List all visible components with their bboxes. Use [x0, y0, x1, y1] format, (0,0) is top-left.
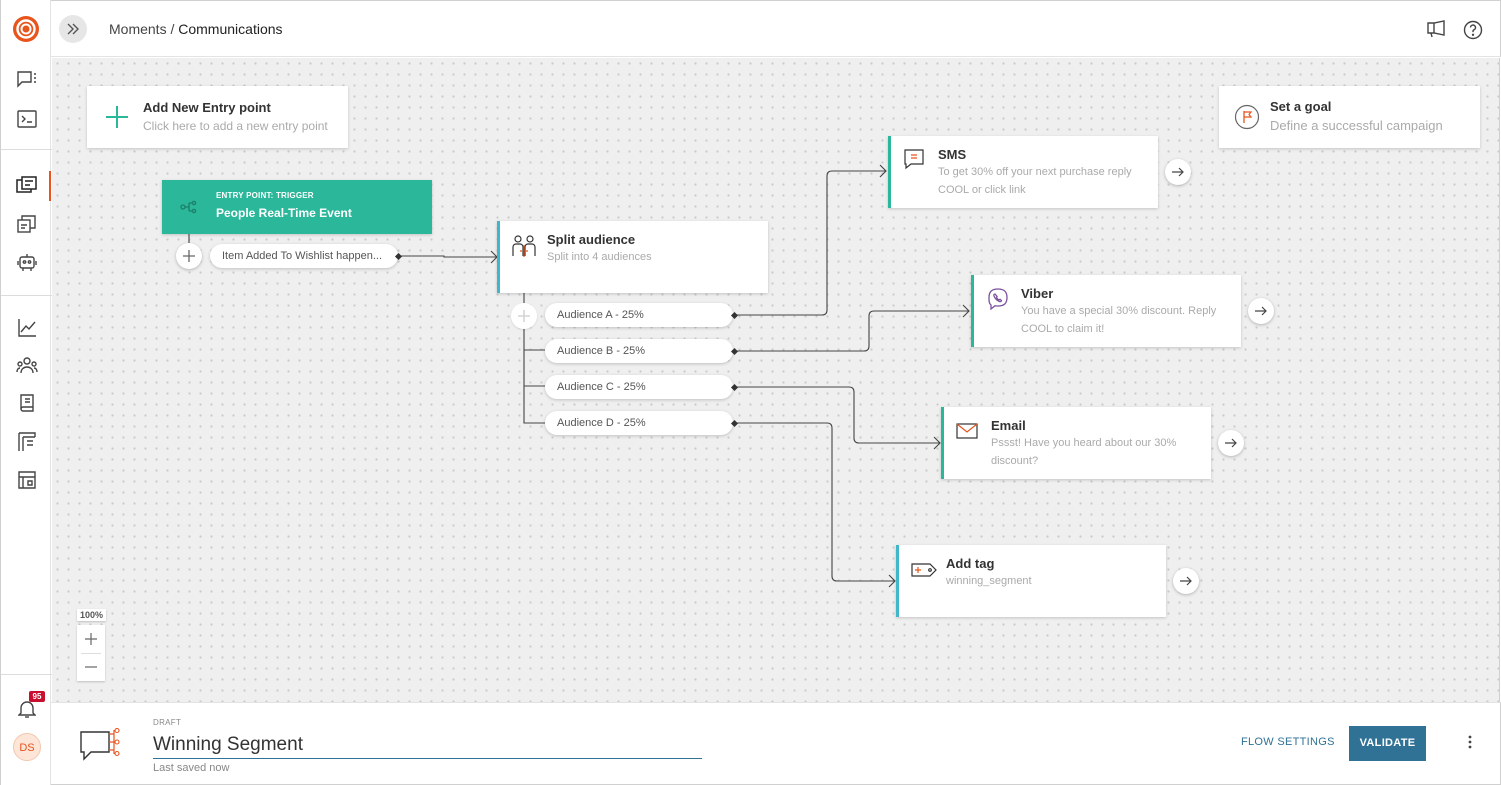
arrow-right-icon	[1172, 167, 1184, 177]
notifications-icon[interactable]	[10, 694, 44, 724]
breadcrumb-current: Communications	[178, 21, 283, 37]
avatar[interactable]: DS	[13, 733, 41, 761]
sms-icon	[903, 148, 925, 175]
connector-lines	[188, 164, 970, 588]
campaign-icon[interactable]	[10, 427, 44, 457]
arrow-right-icon	[1180, 576, 1192, 586]
entry-label: ENTRY POINT: TRIGGER	[216, 191, 314, 200]
flow-status: DRAFT	[153, 718, 182, 727]
zoom-level: 100%	[77, 609, 107, 621]
sidebar: 95 DS	[0, 0, 52, 785]
minus-icon	[85, 666, 97, 668]
email-text: Pssst! Have you heard about our 30% disc…	[991, 437, 1177, 467]
viber-text: You have a special 30% discount. Reply C…	[1021, 305, 1217, 335]
trigger-icon	[180, 200, 198, 219]
add-entry-title: Add New Entry point	[143, 100, 271, 115]
plus-icon	[183, 250, 195, 262]
tag-icon	[911, 563, 937, 582]
split-title: Split audience	[547, 232, 636, 247]
audience-b-pill[interactable]: Audience B - 25%	[545, 339, 733, 363]
split-audience-card[interactable]: Split audience Split into 4 audiences	[497, 221, 768, 293]
zoom-out-button[interactable]	[77, 653, 105, 681]
flow-settings-button[interactable]: FLOW SETTINGS	[1241, 736, 1335, 748]
moments-icon[interactable]	[10, 171, 51, 201]
event-pill[interactable]: Item Added To Wishlist happen...	[210, 244, 398, 268]
plus-icon	[518, 310, 530, 322]
plus-icon	[85, 633, 97, 645]
add-step-button[interactable]	[176, 243, 202, 269]
add-entry-point-card[interactable]: Add New Entry point Click here to add a …	[87, 86, 348, 148]
goal-subtitle: Define a successful campaign	[1270, 118, 1443, 133]
email-next-button[interactable]	[1218, 430, 1244, 456]
validate-button[interactable]: VALIDATE	[1349, 726, 1426, 761]
audience-a-pill[interactable]: Audience A - 25%	[545, 303, 733, 327]
sms-card[interactable]: SMS To get 30% off your next purchase re…	[888, 136, 1158, 208]
set-goal-card[interactable]: Set a goal Define a successful campaign	[1219, 86, 1480, 148]
viber-title: Viber	[1021, 286, 1054, 301]
goal-title: Set a goal	[1270, 99, 1332, 114]
entry-point-trigger[interactable]: ENTRY POINT: TRIGGER People Real-Time Ev…	[162, 180, 432, 234]
conversations-icon[interactable]	[10, 65, 44, 95]
tag-title: Add tag	[946, 556, 995, 571]
store-icon[interactable]	[10, 465, 44, 495]
viber-card[interactable]: Viber You have a special 30% discount. R…	[971, 275, 1241, 347]
email-title: Email	[991, 418, 1026, 433]
logo-icon[interactable]	[12, 15, 40, 43]
flow-type-icon	[79, 727, 123, 767]
announcements-icon[interactable]	[1426, 20, 1446, 43]
help-icon[interactable]	[1463, 20, 1483, 45]
breadcrumb-separator: /	[170, 21, 175, 37]
sms-next-button[interactable]	[1165, 159, 1191, 185]
add-tag-card[interactable]: Add tag winning_segment	[896, 545, 1166, 617]
breadcrumb: Moments / Communications	[109, 21, 283, 37]
split-subtitle: Split into 4 audiences	[547, 251, 652, 263]
docs-icon[interactable]	[10, 389, 44, 419]
sms-title: SMS	[938, 147, 967, 162]
flows-icon[interactable]	[10, 209, 44, 239]
terminal-icon[interactable]	[10, 104, 44, 134]
double-chevron-right-icon	[67, 23, 79, 35]
email-card[interactable]: Email Pssst! Have you heard about our 30…	[941, 407, 1211, 479]
more-options-icon[interactable]	[1464, 735, 1476, 754]
goal-flag-icon	[1234, 104, 1260, 135]
audience-c-pill[interactable]: Audience C - 25%	[545, 375, 733, 399]
flow-canvas[interactable]: Add New Entry point Click here to add a …	[52, 58, 1500, 702]
viber-icon	[987, 288, 1009, 315]
audience-d-pill[interactable]: Audience D - 25%	[545, 411, 733, 435]
people-icon[interactable]	[10, 351, 44, 381]
breadcrumb-parent[interactable]: Moments	[109, 21, 167, 37]
bot-icon[interactable]	[10, 247, 44, 277]
footer: DRAFT Winning Segment Last saved now FLO…	[51, 702, 1501, 785]
arrow-right-icon	[1255, 306, 1267, 316]
tag-text: winning_segment	[946, 575, 1032, 587]
sms-text: To get 30% off your next purchase reply …	[938, 166, 1132, 196]
add-entry-subtitle: Click here to add a new entry point	[143, 119, 328, 133]
split-audience-icon	[511, 234, 537, 265]
notification-badge: 95	[29, 691, 45, 702]
header: Moments / Communications	[51, 0, 1501, 57]
viber-next-button[interactable]	[1248, 298, 1274, 324]
zoom-in-button[interactable]	[77, 625, 105, 653]
entry-title: People Real-Time Event	[216, 206, 352, 220]
last-saved: Last saved now	[153, 762, 230, 774]
add-audience-button[interactable]	[511, 303, 537, 329]
expand-sidebar-button[interactable]	[59, 15, 87, 43]
email-icon	[956, 423, 978, 444]
zoom-controls	[77, 625, 105, 681]
flow-name-input[interactable]: Winning Segment	[153, 734, 702, 759]
analytics-icon[interactable]	[10, 313, 44, 343]
tag-next-button[interactable]	[1173, 568, 1199, 594]
arrow-right-icon	[1225, 438, 1237, 448]
plus-icon	[105, 105, 129, 134]
